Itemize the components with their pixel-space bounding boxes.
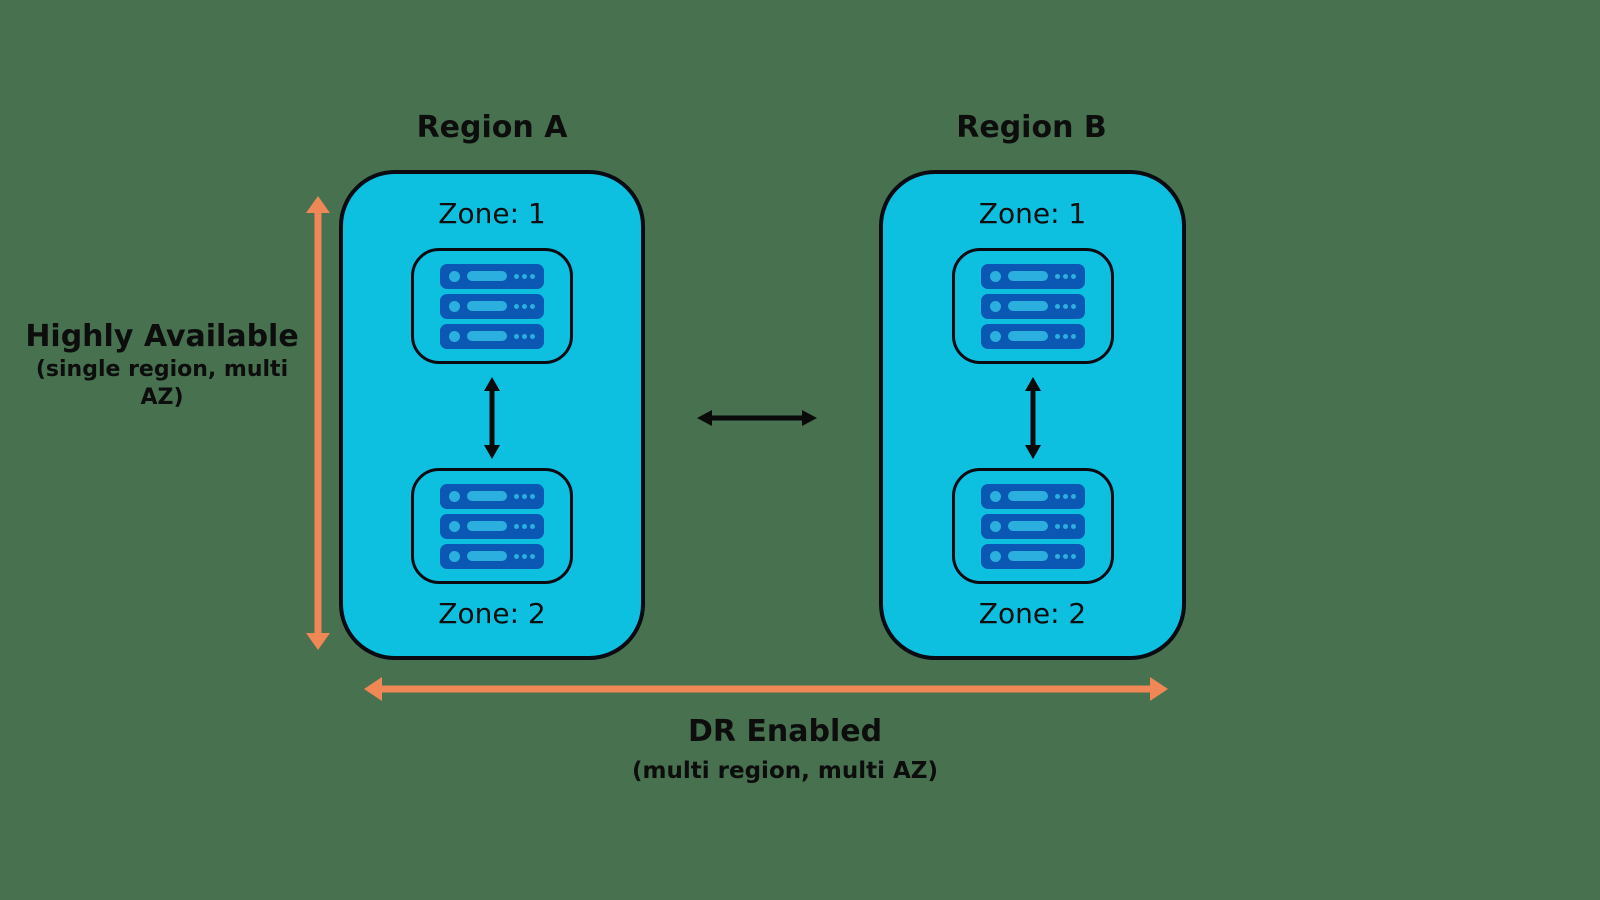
region-b-zone1-label: Zone: 1	[978, 197, 1087, 230]
server-vent	[467, 301, 507, 311]
server-led	[989, 520, 1001, 532]
server-stack-icon	[980, 263, 1085, 349]
region-b-zone2-box	[951, 468, 1114, 584]
server-led	[449, 270, 460, 282]
region-a-zone2-label: Zone: 2	[438, 597, 546, 630]
server-led	[449, 520, 460, 532]
server-led	[449, 330, 460, 342]
server-vent	[1007, 271, 1048, 281]
server-dots	[1054, 523, 1076, 529]
server-vent	[1007, 491, 1048, 501]
vertical-double-arrow-icon	[484, 377, 500, 459]
server-stack-icon	[440, 263, 544, 349]
server-vent	[467, 491, 507, 501]
region-a-zone2-box	[411, 468, 573, 584]
highly-available-title: Highly Available	[25, 319, 299, 354]
region-a-zone1-label: Zone: 1	[438, 197, 546, 230]
server-vent	[1007, 331, 1048, 341]
server-led	[449, 550, 460, 562]
server-unit	[440, 483, 544, 509]
server-dots	[1054, 333, 1076, 339]
orange-vertical-span-arrow-icon	[306, 196, 330, 650]
region-a-zone1-box	[411, 248, 573, 364]
dr-enabled-title: DR Enabled	[687, 714, 883, 749]
server-dots	[514, 303, 535, 309]
server-unit	[440, 323, 544, 349]
server-vent	[1007, 551, 1048, 561]
server-dots	[514, 493, 535, 499]
server-led	[989, 330, 1001, 342]
region-b-zone2-label: Zone: 2	[978, 597, 1087, 630]
server-vent	[467, 271, 507, 281]
dr-enabled-subtitle: (multi region, multi AZ)	[632, 758, 938, 784]
server-dots	[1054, 553, 1076, 559]
region-b-box: Zone: 1 Zone: 2	[879, 170, 1186, 660]
server-stack-icon	[440, 483, 544, 569]
server-unit	[440, 263, 544, 289]
server-unit	[980, 293, 1085, 319]
server-unit	[980, 513, 1085, 539]
server-led	[989, 490, 1001, 502]
server-led	[449, 490, 460, 502]
server-led	[989, 300, 1001, 312]
region-b-title: Region B	[956, 110, 1107, 145]
server-vent	[1007, 301, 1048, 311]
server-dots	[1054, 303, 1076, 309]
server-dots	[514, 553, 535, 559]
server-dots	[1054, 273, 1076, 279]
server-vent	[1007, 521, 1048, 531]
dr-enabled-annotation: DR Enabled (multi region, multi AZ)	[482, 712, 1088, 786]
highly-available-annotation: Highly Available (single region, multi A…	[14, 318, 310, 412]
vertical-double-arrow-icon	[1024, 377, 1041, 459]
server-vent	[467, 551, 507, 561]
orange-horizontal-span-arrow-icon	[364, 677, 1168, 701]
server-dots	[514, 523, 535, 529]
server-unit	[980, 323, 1085, 349]
region-a-box: Zone: 1 Zone: 2	[339, 170, 645, 660]
server-led	[989, 270, 1001, 282]
server-unit	[980, 263, 1085, 289]
server-unit	[440, 293, 544, 319]
server-vent	[467, 331, 507, 341]
server-vent	[467, 521, 507, 531]
region-a-title: Region A	[416, 110, 568, 145]
horizontal-double-arrow-icon	[697, 410, 817, 426]
server-led	[449, 300, 460, 312]
server-dots	[1054, 493, 1076, 499]
server-unit	[440, 513, 544, 539]
server-stack-icon	[980, 483, 1085, 569]
server-unit	[980, 483, 1085, 509]
region-b-zone1-box	[951, 248, 1114, 364]
server-dots	[514, 273, 535, 279]
server-led	[989, 550, 1001, 562]
server-unit	[980, 543, 1085, 569]
server-dots	[514, 333, 535, 339]
server-unit	[440, 543, 544, 569]
highly-available-subtitle: (single region, multi AZ)	[35, 357, 289, 410]
